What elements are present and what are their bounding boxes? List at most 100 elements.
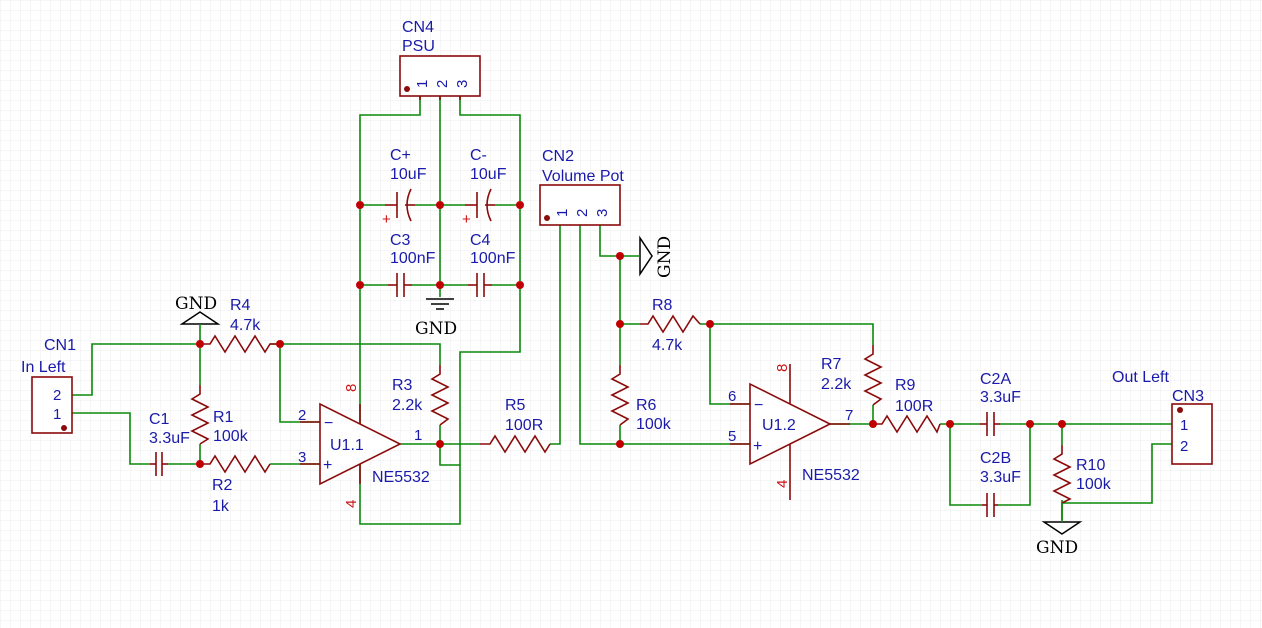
r10-value: 100k [1076, 476, 1112, 493]
r10-resistor[interactable] [1052, 445, 1072, 504]
u11-pin-noninv: 3 [298, 449, 306, 466]
r8-resistor[interactable] [640, 314, 701, 334]
r7-ref: R7 [821, 356, 842, 373]
cn3-ref: CN3 [1172, 388, 1204, 405]
u12-pin-noninv: 5 [728, 428, 736, 445]
cn1-value: In Left [21, 359, 66, 376]
c1-ref: C1 [149, 411, 170, 428]
c3-ref: C3 [390, 232, 411, 249]
c4-capacitor[interactable] [468, 273, 492, 297]
u12-ref: U1.2 [762, 417, 796, 434]
r8-ref: R8 [652, 297, 673, 314]
c4-value: 100nF [470, 250, 516, 267]
cplus-value: 10uF [390, 166, 427, 183]
c2b-value: 3.3uF [980, 469, 1021, 486]
r9-value: 100R [895, 398, 933, 415]
r3-value: 2.2k [392, 397, 423, 414]
cplus-ref: C+ [390, 147, 411, 164]
gnd-label-r4: GND [175, 294, 217, 314]
c1-capacitor[interactable] [150, 452, 168, 476]
u11-pin-out: 1 [414, 427, 422, 444]
cn3-pin-1: 1 [1180, 417, 1188, 434]
r2-resistor[interactable] [200, 454, 271, 474]
gnd-label-out: GND [1036, 538, 1078, 558]
cn1-pin-1: 1 [53, 406, 61, 423]
r6-resistor[interactable] [610, 365, 630, 426]
cn2-pin-2: 2 [574, 209, 591, 217]
gnd-label-psu: GND [415, 319, 457, 339]
r4-ref: R4 [230, 297, 251, 314]
svg-text:+: + [462, 211, 471, 228]
cn4-value: PSU [402, 38, 435, 55]
r6-ref: R6 [636, 397, 657, 414]
cn3-connector[interactable]: 1 2 [1171, 403, 1213, 465]
r1-ref: R1 [213, 409, 234, 426]
cminus-ref: C- [470, 147, 487, 164]
r2-value: 1k [212, 498, 230, 515]
junctions [196, 201, 1066, 468]
gnd-symbol-out [1041, 503, 1083, 535]
r3-resistor[interactable] [430, 365, 450, 426]
r2-ref: R2 [212, 477, 233, 494]
r6-value: 100k [636, 416, 672, 433]
r7-resistor[interactable] [863, 345, 883, 406]
u12-value: NE5532 [802, 467, 860, 484]
gnd-label-cn2: GND [655, 236, 675, 278]
r1-value: 100k [213, 428, 249, 445]
cn1-pin-2: 2 [53, 387, 61, 404]
u11-value: NE5532 [372, 469, 430, 486]
c4-ref: C4 [470, 232, 491, 249]
u12-opamp[interactable]: − + U1.2 [730, 364, 850, 500]
cn4-pin-3: 3 [454, 80, 471, 88]
r8-value: 4.7k [652, 337, 683, 354]
cn2-pin-1: 1 [554, 209, 571, 217]
c2b-capacitor[interactable] [982, 493, 998, 517]
cn2-pin-3: 3 [594, 209, 611, 217]
cn3-value: Out Left [1112, 369, 1169, 386]
c2b-ref: C2B [980, 450, 1011, 467]
u12-plus-sign: + [753, 438, 762, 455]
u12-pin-vplus: 8 [774, 364, 791, 372]
ground-symbol-psu [426, 298, 454, 310]
r10-ref: R10 [1076, 457, 1105, 474]
cn4-connector[interactable]: 1 2 3 [399, 55, 481, 100]
c2a-ref: C2A [980, 371, 1011, 388]
c1-value: 3.3uF [149, 430, 190, 447]
u11-ref: U1.1 [330, 437, 364, 454]
r9-resistor[interactable] [873, 414, 941, 434]
u11-pin-vminus: 4 [343, 500, 360, 508]
cplus-capacitor[interactable]: + [382, 188, 415, 228]
u11-minus-sign: − [324, 415, 333, 432]
r9-ref: R9 [895, 377, 916, 394]
c2a-value: 3.3uF [980, 389, 1021, 406]
u12-pin-inv: 6 [728, 388, 736, 405]
u11-pin-inv: 2 [298, 407, 306, 424]
cn2-value: Volume Pot [542, 168, 624, 185]
u11-plus-sign: + [323, 457, 332, 474]
u12-pin-out: 7 [845, 407, 853, 424]
r4-value: 4.7k [230, 317, 261, 334]
cn2-connector[interactable]: 1 2 3 [539, 184, 621, 226]
c3-capacitor[interactable] [388, 273, 412, 297]
r7-value: 2.2k [821, 376, 852, 393]
u11-pin-vplus: 8 [343, 384, 360, 392]
cn4-pin-1: 1 [414, 80, 431, 88]
cn1-connector[interactable]: 2 1 [31, 376, 73, 434]
c2a-capacitor[interactable] [980, 412, 1000, 436]
c3-value: 100nF [390, 250, 436, 267]
cn2-ref: CN2 [542, 148, 574, 165]
u12-pin-vminus: 4 [774, 480, 791, 488]
r1-resistor[interactable] [190, 385, 210, 445]
r4-resistor[interactable] [200, 334, 280, 354]
cminus-value: 10uF [470, 166, 507, 183]
cn1-ref: CN1 [44, 337, 76, 354]
u12-minus-sign: − [754, 397, 763, 414]
cminus-capacitor[interactable]: + [462, 188, 495, 228]
r5-resistor[interactable] [480, 434, 551, 454]
svg-text:+: + [382, 211, 391, 228]
cn3-pin-2: 2 [1180, 438, 1188, 455]
cn4-pin-2: 2 [434, 80, 451, 88]
u11-opamp[interactable]: − + U1.1 [300, 402, 402, 486]
